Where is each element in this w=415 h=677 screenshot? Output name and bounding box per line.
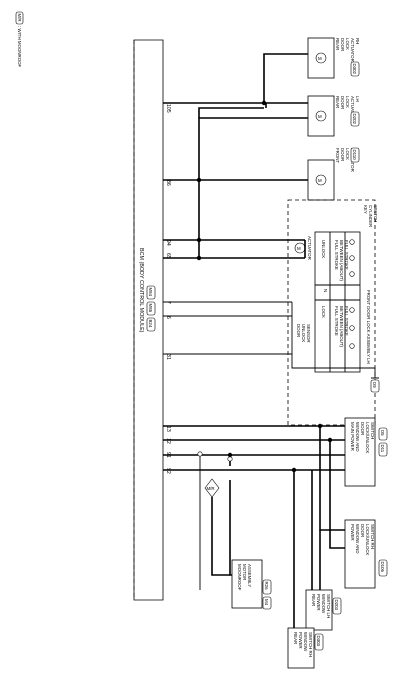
pw-rh-line-1: POWER (350, 524, 355, 541)
moonroof-line-3: ASSEMBLY (247, 564, 252, 587)
rear-rh-line-3: LOCK (345, 38, 350, 50)
rear-rh-line-5: RH (355, 38, 360, 44)
main-sw-line-3: DOOR (360, 422, 365, 435)
rear-pw-switch-rh: REAR POWER WINDOW SWITCH RH D303 (287, 627, 324, 669)
power-window-switch-rh: POWER WINDOW AND DOOR LOCK/UNLOCK SWITCH… (344, 519, 388, 589)
front-lh-stroke-d: FULL STROKE (334, 240, 339, 270)
main-sw-conn-1: D5 (380, 430, 385, 436)
front-lh-lock: LOCK (321, 306, 326, 318)
rear-rh-conn: D302 (352, 64, 357, 75)
bcm-pin: 6 (165, 316, 171, 319)
front-lh-assembly: M ACTUATOR UNLOCK N LOCK FULL STROKE BET… (287, 199, 380, 426)
bcm-pin: 65 (165, 253, 171, 259)
legend: M/R : WITH MOONROOF (15, 11, 24, 68)
front-lh-actuator-label: ACTUATOR (307, 236, 312, 260)
bcm-module: BCM (BODY CONTROL MODULE) M84 M85 B24 10… (133, 39, 171, 601)
rear-pw-lh-line-4: SWITCH LH (326, 594, 331, 618)
bcm-connector-3: B24 (148, 320, 153, 328)
key-cyl-line-2: CYLINDER (368, 205, 373, 227)
rear-pw-lh-line-1: REAR (311, 594, 316, 606)
moonroof-motor-assembly: MOONROOF MOTOR ASSEMBLY R26 M4 (231, 559, 272, 610)
moonroof-conn-2: M4 (264, 599, 269, 606)
svg-text:M: M (318, 178, 322, 183)
rear-pw-rh-conn: D303 (316, 636, 321, 647)
main-sw-line-5: SWITCH (370, 422, 375, 439)
sensor-line-2: UNLOCK (301, 324, 306, 342)
bcm-pin: 105 (165, 104, 171, 113)
sensor-line-1: DOOR (296, 324, 301, 337)
mr-branch-label: M/R (207, 486, 215, 491)
bcm-connector-2: M85 (148, 304, 153, 313)
pw-rh-line-2: WINDOW AND (355, 524, 360, 554)
key-cyl-line-1: KEY (363, 205, 368, 214)
rear-lh-line-2: DOOR (340, 96, 345, 109)
bcm-pin: 31 (165, 354, 171, 360)
wires: M/R (163, 53, 345, 641)
front-rh-line-2: DOOR (340, 148, 345, 161)
rear-pw-lh-line-2: POWER (316, 594, 321, 611)
rear-lh-actuator: M REAR DOOR LOCK ACTUATOR LH D202 (307, 95, 360, 137)
main-sw-conn-2: D11 (380, 445, 385, 453)
bcm-connector-1: M84 (148, 288, 153, 297)
front-lh-unlock: UNLOCK (321, 240, 326, 258)
rear-rh-line-4: ACTUATOR (350, 38, 355, 62)
pw-rh-line-3: DOOR (360, 524, 365, 537)
rear-lh-line-4: ACTUATOR (350, 96, 355, 120)
rear-lh-line-5: LH (355, 96, 360, 102)
moonroof-line-1: MOONROOF (237, 564, 242, 591)
front-lh-stroke-c: FULL STROKE (344, 306, 349, 336)
main-sw-line-1: MAIN POWER (350, 422, 355, 451)
bcm-pin: 92 (165, 468, 171, 474)
bcm-title: BCM (BODY CONTROL MODULE) (138, 248, 144, 333)
rear-rh-actuator: M REAR DOOR LOCK ACTUATOR RH D302 (307, 37, 360, 79)
rear-rh-line-2: DOOR (340, 38, 345, 51)
front-lh-stroke-b: BETWEEN (ABOUT) (339, 306, 344, 348)
front-rh-conn: D110 (352, 150, 357, 161)
front-rh-line-3: LOCK (345, 148, 350, 160)
rear-lh-line-3: LOCK (345, 96, 350, 108)
sensor-line-3: SENSOR (306, 324, 311, 343)
rear-lh-line-1: REAR (335, 96, 340, 108)
front-lh-n: N (323, 289, 328, 292)
main-sw-line-2: WINDOW AND (355, 422, 360, 452)
rear-pw-lh-conn: D203 (334, 600, 339, 611)
rear-lh-conn: D202 (352, 114, 357, 125)
bcm-pin: 94 (165, 240, 171, 246)
rear-pw-rh-line-2: POWER (298, 632, 303, 649)
pw-rh-conn: D106 (380, 562, 385, 573)
front-lh-stroke-e: BETWEEN (ABOUT) (339, 240, 344, 282)
key-cyl-line-3: SWITCH (373, 205, 378, 222)
rear-pw-lh-line-3: WINDOW (321, 594, 326, 614)
bcm-pin: 12 (165, 438, 171, 444)
svg-text:M: M (318, 56, 322, 61)
front-lh-stroke-a: FULL STROKE (334, 306, 339, 336)
legend-text: : WITH MOONROOF (17, 26, 22, 68)
rear-rh-line-1: REAR (335, 38, 340, 50)
bcm-pin: 13 (165, 426, 171, 432)
main-power-window-switch: MAIN POWER WINDOW AND DOOR LOCK/UNLOCK S… (344, 417, 388, 487)
bcm-pin: 86 (165, 180, 171, 186)
front-rh-line-1: FRONT (335, 148, 340, 163)
main-sw-line-4: LOCK/UNLOCK (365, 422, 370, 454)
rear-pw-rh-line-3: WINDOW (303, 632, 308, 652)
moonroof-conn-1: R26 (264, 582, 269, 591)
svg-text:M: M (297, 246, 301, 251)
bcm-pin: 7 (165, 301, 171, 304)
svg-text:M: M (318, 114, 322, 119)
rear-pw-rh-line-1: REAR (293, 632, 298, 644)
front-lh-conn: D9 (372, 382, 377, 388)
rear-pw-rh-line-4: SWITCH RH (308, 632, 313, 657)
rear-pw-switch-lh: REAR POWER WINDOW SWITCH LH D203 (305, 589, 342, 631)
front-lh-label: FRONT DOOR LOCK ASSEMBLY LH (366, 290, 371, 364)
moonroof-line-2: MOTOR (242, 564, 247, 580)
pw-rh-line-5: SWITCH RH (370, 524, 375, 549)
pw-rh-line-4: LOCK/UNLOCK (365, 524, 370, 556)
front-rh-actuator: M FRONT DOOR LOCK ACTUATOR RH D110 (307, 147, 360, 201)
front-lh-stroke-f: FULL STROKE (344, 240, 349, 270)
legend-badge: M/R (17, 14, 22, 22)
